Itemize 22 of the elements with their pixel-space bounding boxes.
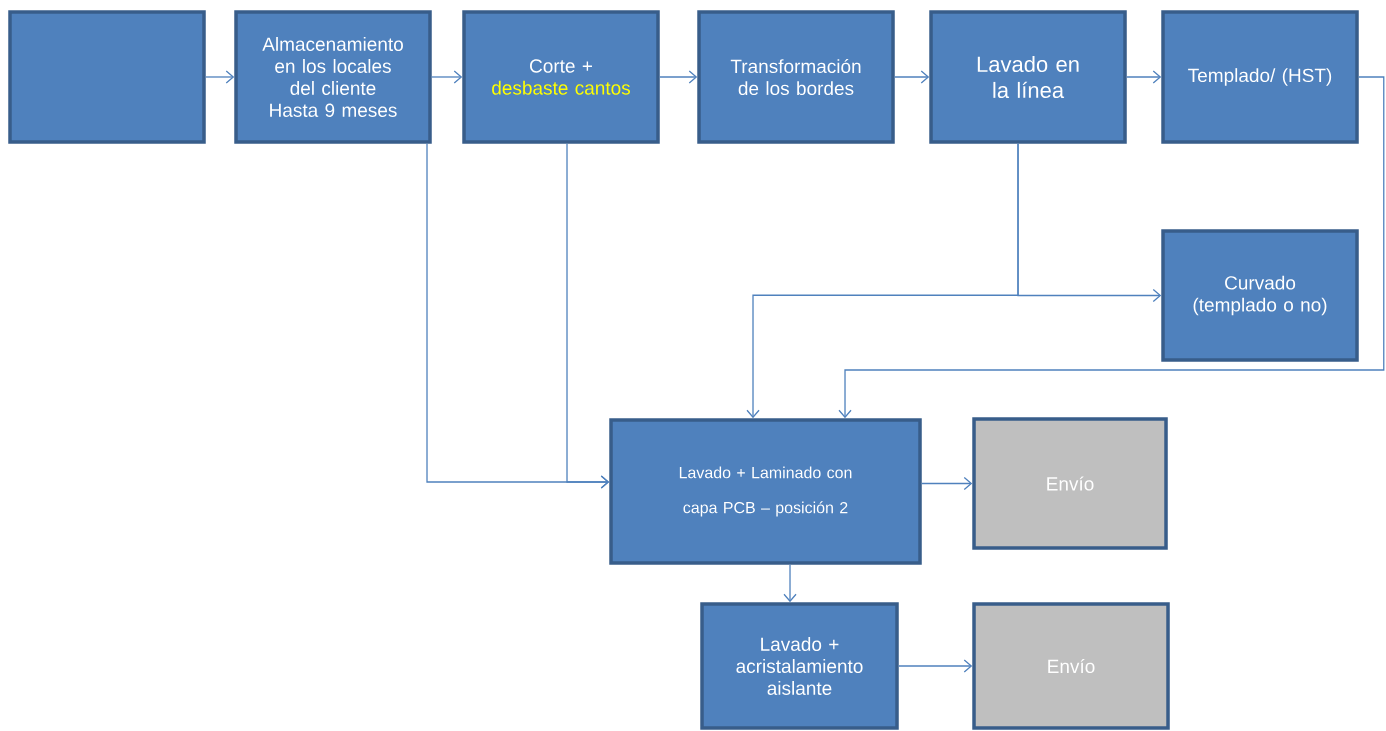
arrow: [921, 476, 973, 491]
arrow: [746, 143, 1019, 419]
output-box: Envío: [972, 602, 1170, 730]
arrow: [783, 564, 797, 603]
arrow: [894, 70, 930, 84]
arrow: [898, 659, 973, 673]
arrow: [659, 70, 698, 84]
process-box: Templado/ (HST): [1161, 10, 1359, 144]
empty-box: [8, 10, 206, 144]
arrow: [1126, 70, 1162, 84]
process-box: Lavado en la línea: [929, 10, 1127, 144]
process-box: Curvado (templado o no): [1161, 229, 1359, 362]
arrow: [431, 70, 463, 84]
arrow: [566, 143, 610, 489]
process-box: Transformación de los bordes: [697, 10, 895, 144]
output-box: Envío: [972, 417, 1168, 550]
process-box: Lavado + acristalamiento aislante: [700, 602, 899, 730]
process-box: Lavado + Laminado con capa PCB – posición 2: [609, 418, 922, 565]
process-box: Almacenamiento en los locales del cliente Hasta 9 meses: [234, 10, 432, 144]
process-box: Corte + desbaste cantos: [462, 10, 660, 144]
arrow: [205, 70, 235, 84]
arrow: [838, 76, 1385, 419]
